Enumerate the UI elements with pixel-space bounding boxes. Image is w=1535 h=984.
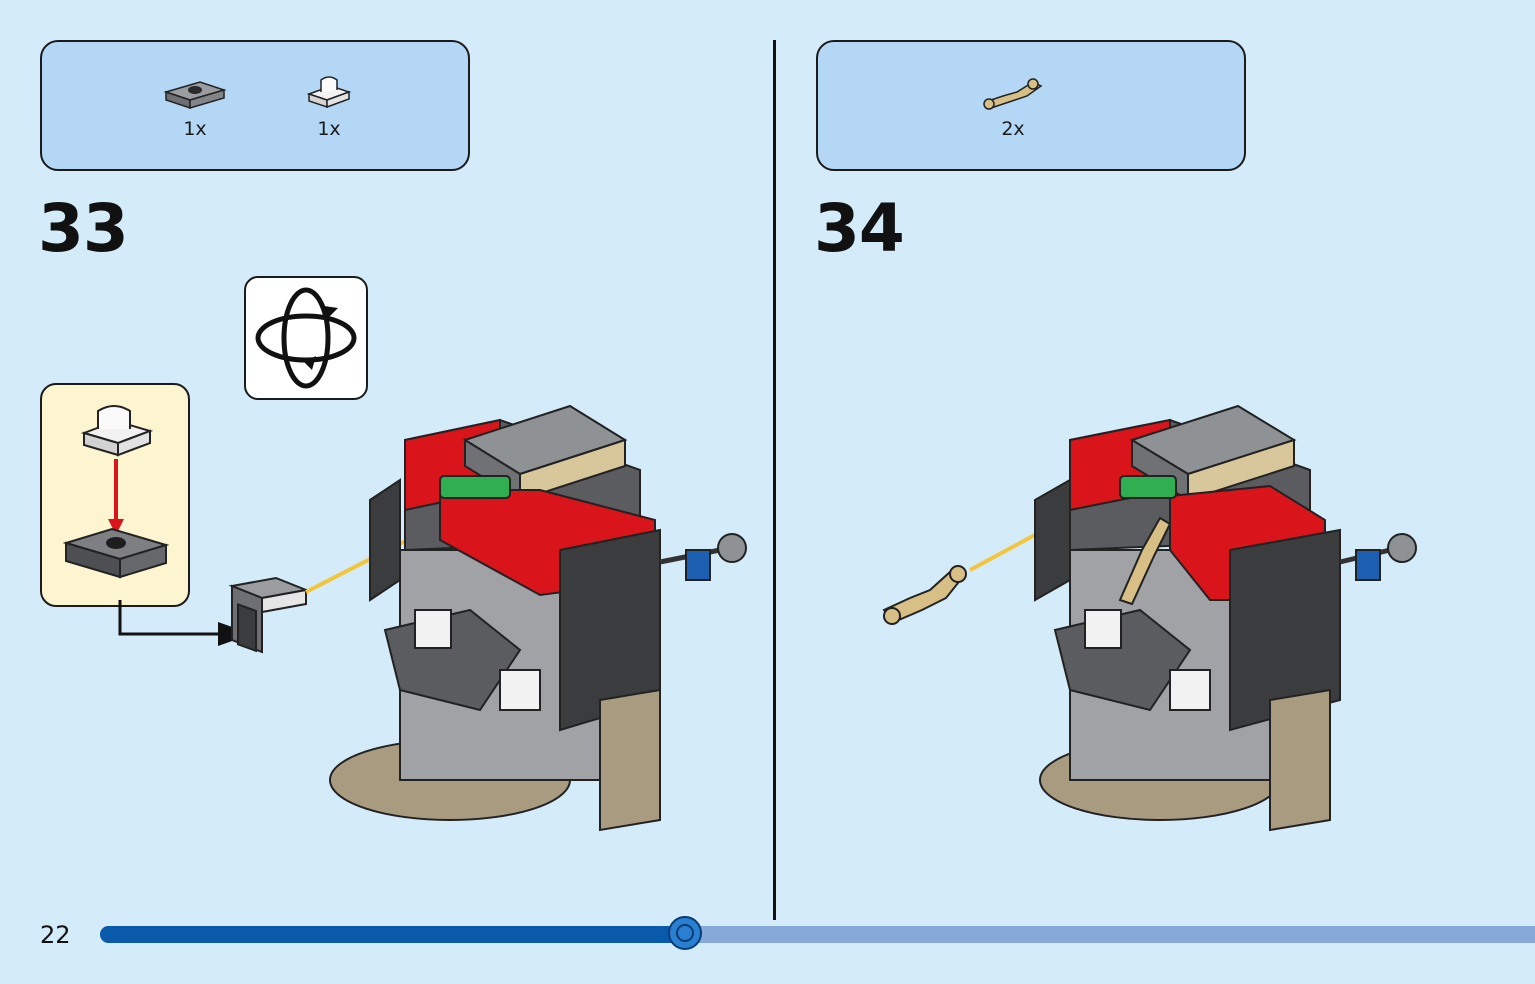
- model-step-33: [305, 404, 747, 832]
- page-divider: [773, 40, 776, 920]
- page-number: 22: [40, 921, 71, 949]
- step-number: 33: [38, 190, 129, 267]
- part-qty: 1x: [183, 118, 207, 140]
- rotate-model-icon: [255, 287, 357, 389]
- rotate-model-box: [244, 276, 368, 400]
- parts-list-step-34: 2x: [816, 40, 1246, 171]
- subassembly-illustration: [62, 405, 170, 579]
- part-white-clip-plate: 1x: [284, 72, 374, 140]
- parts-list-step-33: 1x 1x: [40, 40, 470, 171]
- tan-robot-arm-icon: [983, 78, 1043, 110]
- part-qty: 2x: [1001, 118, 1025, 140]
- part-tan-robot-arm: 2x: [968, 72, 1058, 140]
- subassembly-callout: [40, 383, 190, 607]
- progress-bar: [100, 916, 1535, 950]
- progress-knob[interactable]: [668, 916, 702, 950]
- white-clip-plate-icon: [306, 76, 352, 109]
- model-step-34: [882, 404, 1417, 832]
- progress-fill: [100, 926, 685, 943]
- part-qty: 1x: [317, 118, 341, 140]
- loose-part-illustration: [228, 576, 310, 654]
- gray-jumper-plate-icon: [163, 81, 227, 110]
- part-gray-jumper-plate: 1x: [150, 72, 240, 140]
- step-number: 34: [814, 190, 905, 267]
